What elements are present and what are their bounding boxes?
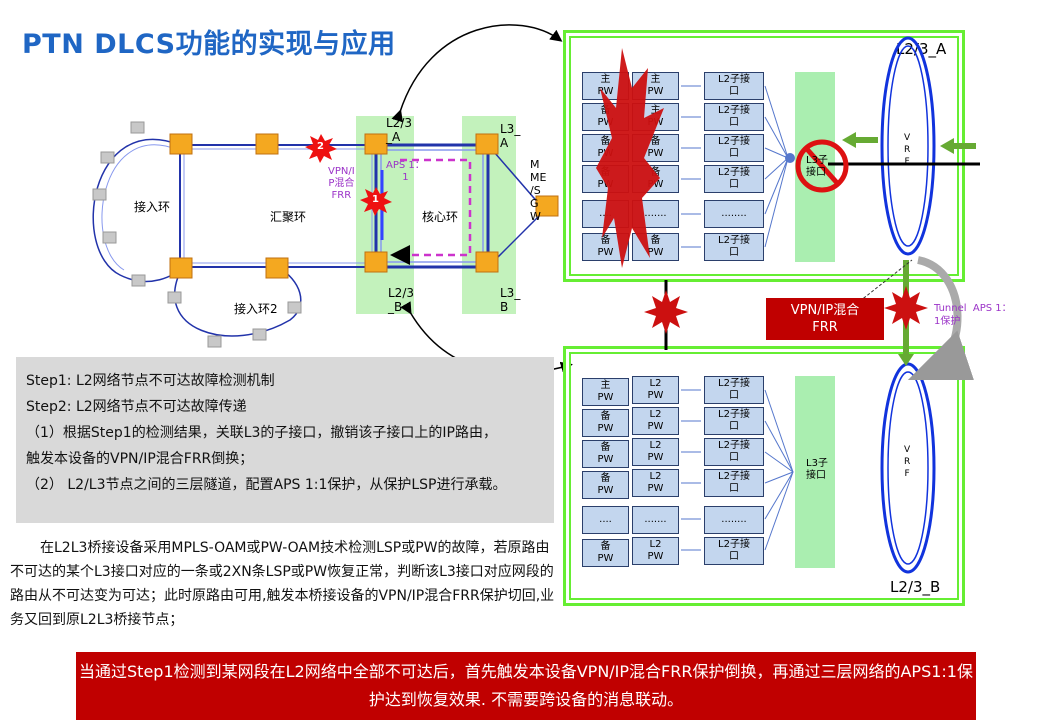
fault-star-2 [305,134,337,163]
dev-b-r5-c1: .... [582,506,629,534]
dev-b-r4-c3: L2子接 口 [704,469,764,497]
device-a-frame [563,30,965,282]
dev-a-r6-c3: L2子接 口 [704,233,764,261]
dev-a-r4-c3: L2子接 口 [704,165,764,193]
device-a-l3-sub-label: L3子 接口 [806,155,828,178]
dev-b-r6-c3: L2子接 口 [704,537,764,565]
dev-a-r1-c3: L2子接 口 [704,72,764,100]
dev-a-r5-c3: ........ [704,200,764,228]
dev-b-r5-c3: ........ [704,506,764,534]
step-line-1: Step1: L2网络节点不可达故障检测机制 [26,373,275,389]
dev-a-r3-c3: L2子接 口 [704,134,764,162]
access-ring-1 [92,138,183,283]
device-b-l3-bar [795,376,835,568]
l23b-left-label: L2/3 _B [388,286,414,314]
link-fault-left [644,290,688,334]
page-title: PTN DLCS功能的实现与应用 [22,29,396,60]
access-ring-2-label: 接入环2 [234,302,278,316]
step-line-4: 触发本设备的VPN/IP混合FRR倒换； [26,451,254,467]
fault-star-1 [360,187,392,216]
access-ring-1-label: 接入环 [134,200,171,214]
steps-panel: Step1: L2网络节点不可达故障检测机制 Step2: L2网络节点不可达故… [16,357,554,523]
dev-b-r3-c3: L2子接 口 [704,438,764,466]
dev-b-r2-c1: 备 PW [582,409,629,437]
link-fault-right [884,286,928,330]
core-ring-label: 核心环 [422,210,459,224]
dev-b-r2-c3: L2子接 口 [704,407,764,435]
device-b-frame [563,346,965,606]
fault-2-number: 2 [317,141,324,152]
device-a-vrf-label: V R F [904,133,911,167]
dev-b-r4-c2: L2 PW [632,469,679,497]
aggregation-ring-label: 汇聚环 [270,210,307,224]
step-line-2: Step2: L2网络节点不可达故障传递 [26,399,247,415]
vpn-ip-mix-frr-box: VPN/IP混合 FRR [766,298,884,340]
step-line-5: （2） L2/L3节点之间的三层隧道，配置APS 1:1保护，从保护LSP进行承… [26,477,507,493]
dev-b-r6-c2: L2 PW [632,537,679,565]
device-b-vrf-label: V R F [904,445,911,479]
dev-b-r4-c1: 备 PW [582,471,629,499]
dev-b-r2-c2: L2 PW [632,407,679,435]
explanation-paragraph: 在L2L3桥接设备采用MPLS-OAM或PW-OAM技术检测LSP或PW的故障，… [10,540,555,628]
dev-b-r3-c1: 备 PW [582,440,629,468]
dev-b-r3-c2: L2 PW [632,438,679,466]
device-b-links [681,362,936,574]
pw-fault-burst [596,48,664,268]
step-line-3: （1）根据Step1的检测结果，关联L3的子接口，撤销该子接口上的IP路由， [26,425,497,441]
conclusion-banner: 当通过Step1检测到某网段在L2网络中全部不可达后，首先触发本设备VPN/IP… [76,652,976,720]
green-arrow-right-a [940,138,976,154]
aggregation-ring [179,144,377,268]
l3a-label: L3_ A [500,122,521,150]
dev-b-r5-c2: ....... [632,506,679,534]
dev-b-r6-c1: 备 PW [582,539,629,567]
aps-label: APS 1： 1 [386,160,425,183]
vpn-ip-frr-label: VPN/I P混合 FRR [328,166,355,201]
l3b-label: L3_ B [500,286,521,314]
tunnel-aps-label: Tunnel APS 1： 1保护 [934,303,1012,327]
device-b-l3-sub-label: L3子 接口 [806,458,828,481]
device-a-links [596,36,980,268]
dev-a-r2-c3: L2子接 口 [704,103,764,131]
device-a-l3-bar [795,72,835,262]
dev-b-r1-c2: L2 PW [632,376,679,404]
green-arrow-left-a [842,132,878,148]
l23a-left-label: L2/3 _A [386,116,412,144]
fault-1-number: 1 [372,194,379,205]
prohibited-icon [795,139,849,193]
mme-sgw-label: M ME /S G W [530,158,547,223]
dev-b-r1-c1: 主 PW [582,378,629,406]
link-arrow-top [391,24,563,123]
dev-b-r1-c3: L2子接 口 [704,376,764,404]
device-b-label: L2/3_B [890,578,941,596]
